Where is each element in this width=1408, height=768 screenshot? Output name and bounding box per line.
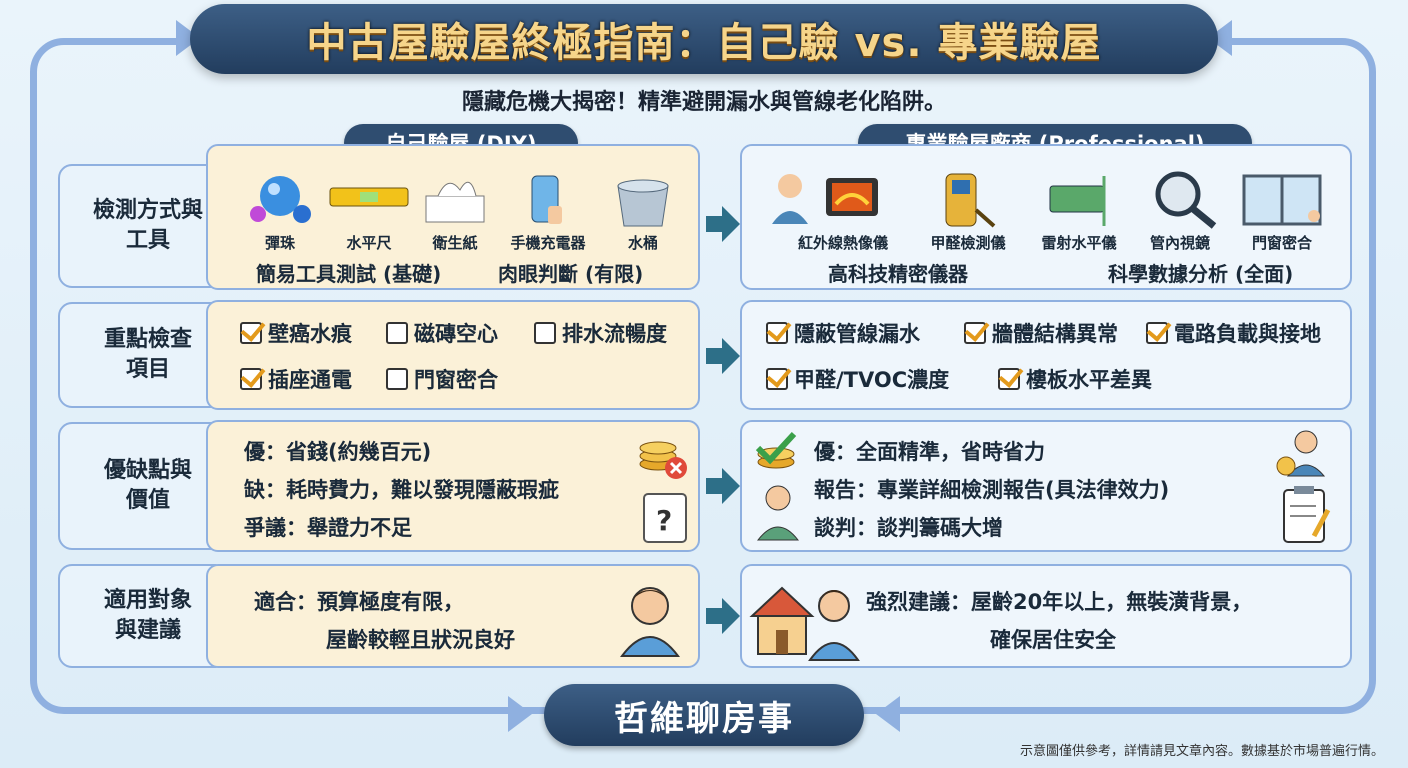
pro-side-icons: [1276, 430, 1331, 543]
tool-label: 甲醛檢測儀: [930, 234, 1006, 252]
pro-recommend-line: 強烈建議：屋齡20年以上，無裝潢背景，: [866, 590, 1253, 614]
svg-text:?: ?: [656, 504, 672, 537]
diy-audience-panel: 適合：預算極度有限， 屋齡較輕且狀況良好: [206, 564, 700, 668]
empty-checkbox-icon: [534, 322, 556, 344]
question-document-icon: ?: [643, 493, 687, 543]
check-item: 電路負載與接地: [1146, 318, 1321, 348]
check-item: 牆體結構異常: [964, 318, 1118, 348]
pro-safety-line: 確保居住安全: [990, 628, 1116, 652]
title-banner: 中古屋驗屋終極指南：自己驗 vs. 專業驗屋: [190, 4, 1218, 74]
top-left-arrow-icon: [176, 20, 200, 56]
bottom-left-arrow-icon: [508, 696, 532, 732]
disclaimer-note: 示意圖僅供參考，詳情請見文章內容。數據基於市場普遍行情。: [1019, 744, 1384, 759]
coins-check-icon: [755, 431, 797, 469]
tool-label: 手機充電器: [510, 234, 586, 252]
pro-tool-icons: [772, 171, 1322, 229]
person-avatar-icon: [620, 587, 680, 657]
check-item: 門窗密合: [386, 364, 498, 394]
checked-checkbox-icon: [240, 368, 262, 390]
diy-dispute-line: 爭議：舉證力不足: [244, 516, 412, 540]
pro-audience-panel: 強烈建議：屋齡20年以上，無裝潢背景， 確保居住安全: [740, 564, 1352, 668]
pro-pros-cons-panel: 優：全面精準，省時省力 報告：專業詳細檢測報告(具法律效力) 談判：談判籌碼大增: [740, 420, 1352, 552]
diy-pros-cons-panel: 優：省錢(約幾百元) 缺：耗時費力，難以發現隱蔽瑕疵 爭議：舉證力不足 ?: [206, 420, 700, 552]
checked-checkbox-icon: [766, 322, 788, 344]
pro-summary-analysis: 科學數據分析 (全面): [1108, 262, 1294, 286]
coins-icon: [639, 441, 687, 479]
pro-audience-icons: [749, 586, 860, 661]
checked-checkbox-icon: [1146, 322, 1168, 344]
empty-checkbox-icon: [386, 368, 408, 390]
thermal-camera-icon: [772, 174, 878, 224]
check-item: 樓板水平差異: [998, 364, 1152, 394]
formaldehyde-meter-icon: [945, 173, 996, 228]
pro-methods-panel: 紅外線熱像儀 甲醛檢測儀 雷射水平儀 管內視鏡 門窗密合 高科技精密儀器 科學數…: [740, 144, 1352, 290]
tool-label: 門窗密合: [1251, 234, 1312, 252]
top-right-arrow-icon: [1208, 20, 1232, 56]
level-icon: [329, 187, 409, 207]
diy-summary-visual: 肉眼判斷 (有限): [498, 262, 644, 286]
tool-label: 水平尺: [346, 234, 392, 252]
page-title: 中古屋驗屋終極指南：自己驗 vs. 專業驗屋: [306, 20, 1102, 66]
tool-label: 彈珠: [264, 234, 295, 252]
right-arrow-icon: [706, 206, 740, 242]
tool-label: 雷射水平儀: [1041, 234, 1117, 252]
check-item: 排水流暢度: [534, 318, 667, 348]
check-item: 插座通電: [240, 364, 352, 394]
diy-con-line: 缺：耗時費力，難以發現隱蔽瑕疵: [244, 478, 559, 502]
pro-summary-instruments: 高科技精密儀器: [828, 262, 968, 286]
check-item: 甲醛/TVOC濃度: [766, 364, 949, 394]
phone-charger-icon: [531, 175, 562, 224]
bucket-icon: [617, 179, 669, 227]
diy-condition-line: 屋齡較輕且狀況良好: [326, 628, 515, 652]
pro-value-icons: [755, 431, 800, 541]
diy-summary-basic: 簡易工具測試 (基礎): [256, 262, 442, 286]
right-arrow-icon: [706, 468, 740, 504]
marble-icon: [250, 176, 311, 223]
laser-level-icon: [1049, 176, 1106, 226]
checked-checkbox-icon: [998, 368, 1020, 390]
inspector-avatar-icon: [756, 485, 800, 541]
approved-person-icon: [1276, 430, 1326, 477]
tool-label: 紅外線熱像儀: [797, 234, 888, 252]
clipboard-report-icon: [1283, 486, 1331, 543]
tool-label: 管內視鏡: [1149, 234, 1210, 252]
diy-checks-panel: 壁癌水痕 磁磚空心 排水流暢度 插座通電 門窗密合: [206, 300, 700, 410]
pro-negotiation-line: 談判：談判籌碼大增: [814, 516, 1003, 540]
inspection-scope-icon: [1155, 171, 1217, 229]
page-subtitle: 隱藏危機大揭密！精準避開漏水與管線老化陷阱。: [461, 90, 946, 115]
pro-checks-panel: 隱蔽管線漏水 牆體結構異常 電路負載與接地 甲醛/TVOC濃度 樓板水平差異: [740, 300, 1352, 410]
checked-checkbox-icon: [240, 322, 262, 344]
tissue-icon: [425, 181, 485, 223]
footer-brand: 哲維聊房事: [544, 684, 864, 746]
checked-checkbox-icon: [964, 322, 986, 344]
agent-avatar-icon: [808, 590, 860, 661]
bottom-right-arrow-icon: [876, 696, 900, 732]
right-arrow-icon: [706, 338, 740, 374]
diy-pro-line: 優：省錢(約幾百元): [244, 440, 432, 464]
check-item: 隱蔽管線漏水: [766, 318, 920, 348]
diy-tool-icons: [250, 175, 669, 227]
house-icon: [749, 586, 815, 655]
checked-checkbox-icon: [766, 368, 788, 390]
empty-checkbox-icon: [386, 322, 408, 344]
check-item: 壁癌水痕: [240, 318, 352, 348]
pro-report-line: 報告：專業詳細檢測報告(具法律效力): [814, 478, 1170, 502]
check-item: 磁磚空心: [386, 318, 498, 348]
diy-methods-panel: 彈珠 水平尺 衛生紙 手機充電器 水桶 簡易工具測試 (基礎) 肉眼判斷 (有限…: [206, 144, 700, 290]
window-seal-icon: [1242, 174, 1322, 226]
pro-pro-line: 優：全面精準，省時省力: [814, 440, 1045, 464]
right-arrow-icon: [706, 598, 740, 634]
tool-label: 水桶: [627, 234, 658, 252]
tool-label: 衛生紙: [432, 234, 478, 252]
diy-suitable-line: 適合：預算極度有限，: [254, 590, 464, 614]
diy-value-icons: ?: [639, 441, 687, 543]
